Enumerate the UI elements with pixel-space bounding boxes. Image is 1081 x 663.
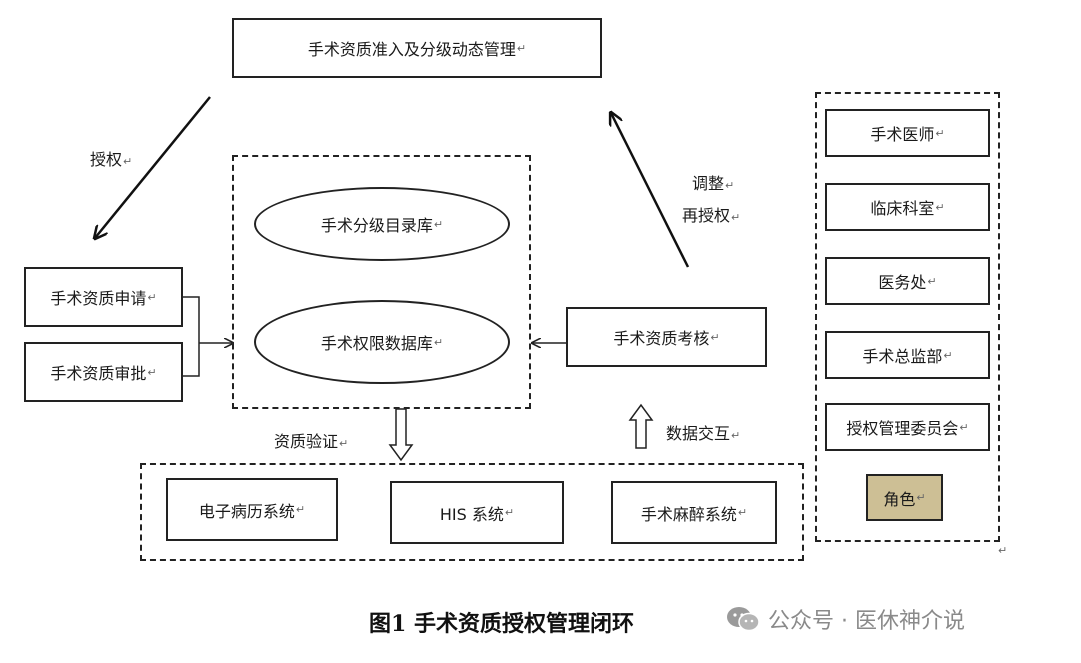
role-surgeon-box: 手术医师↵: [825, 109, 990, 157]
adjust-label: 调整↵: [692, 170, 734, 194]
paragraph-mark: ↵: [147, 290, 157, 304]
paragraph-mark: ↵: [504, 506, 515, 519]
qualification-assessment-label: 手术资质考核: [613, 329, 710, 348]
qualification-apply-box: 手术资质申请↵: [24, 267, 183, 327]
verify-label: 资质验证↵: [274, 428, 348, 452]
qualification-approve-box: 手术资质审批↵: [24, 342, 183, 402]
authorize-label: 授权↵: [90, 146, 132, 170]
qualification-approve-label: 手术资质审批: [50, 364, 147, 383]
trailing-paragraph-mark: ↵: [998, 544, 1008, 557]
role-surgical-director-label: 手术总监部: [862, 347, 943, 366]
paragraph-mark: ↵: [710, 330, 720, 344]
role-committee-box: 授权管理委员会↵: [825, 403, 990, 451]
paragraph-mark: ↵: [295, 503, 306, 516]
paragraph-mark: ↵: [731, 211, 741, 224]
catalog-db-label: 手术分级目录库: [320, 216, 433, 235]
adjust-text: 调整: [692, 174, 725, 193]
paragraph-mark: ↵: [147, 365, 157, 379]
wechat-icon: [727, 607, 760, 632]
watermark-text: 公众号 · 医休神介说: [768, 609, 965, 634]
role-committee-label: 授权管理委员会: [846, 419, 959, 438]
left-bracket: [183, 296, 200, 377]
paragraph-mark: ↵: [916, 491, 926, 504]
reauthorize-label: 再授权↵: [682, 202, 740, 226]
system-his-label: HIS 系统: [439, 504, 504, 524]
paragraph-mark: ↵: [927, 274, 937, 288]
paragraph-mark: ↵: [433, 335, 444, 349]
figure-caption: 图1 手术资质授权管理闭环: [369, 611, 634, 637]
access-management-box: 手术资质准入及分级动态管理↵: [232, 18, 602, 78]
catalog-db-ellipse: 手术分级目录库↵: [254, 187, 510, 261]
role-legend-label: 角色: [883, 489, 916, 509]
system-emr-label: 电子病历系统: [198, 501, 295, 521]
exchange-text: 数据交互: [666, 424, 731, 443]
authorize-arrow: [95, 96, 211, 238]
qualification-apply-label: 手术资质申请: [50, 289, 147, 308]
roles-container: [815, 92, 1000, 542]
paragraph-mark: ↵: [935, 126, 945, 140]
system-emr-box: 电子病历系统↵: [166, 478, 338, 541]
system-anesthesia-box: 手术麻醉系统↵: [611, 481, 777, 544]
exchange-label: 数据交互↵: [666, 420, 740, 444]
paragraph-mark: ↵: [339, 437, 349, 450]
role-surgeon-label: 手术医师: [870, 125, 935, 144]
paragraph-mark: ↵: [737, 506, 748, 519]
role-clinical-dept-label: 临床科室: [870, 199, 935, 218]
reauthorize-text: 再授权: [682, 206, 731, 225]
role-legend-box: 角色↵: [866, 474, 943, 521]
role-medical-affairs-label: 医务处: [878, 273, 927, 292]
paragraph-mark: ↵: [725, 179, 735, 192]
system-his-box: HIS 系统↵: [390, 481, 564, 544]
paragraph-mark: ↵: [935, 200, 945, 214]
verify-text: 资质验证: [274, 432, 339, 451]
verify-hollow-arrow: [388, 408, 414, 462]
paragraph-mark: ↵: [731, 429, 741, 442]
system-anesthesia-label: 手术麻醉系统: [640, 504, 737, 524]
systems-container: [140, 463, 804, 561]
permission-db-ellipse: 手术权限数据库↵: [254, 300, 510, 384]
permission-db-label: 手术权限数据库: [320, 334, 433, 353]
paragraph-mark: ↵: [943, 348, 953, 362]
role-medical-affairs-box: 医务处↵: [825, 257, 990, 305]
role-surgical-director-box: 手术总监部↵: [825, 331, 990, 379]
access-management-label: 手术资质准入及分级动态管理: [307, 40, 516, 59]
paragraph-mark: ↵: [516, 41, 527, 55]
exchange-hollow-arrow: [628, 403, 654, 449]
database-container: [232, 155, 531, 409]
paragraph-mark: ↵: [959, 420, 969, 434]
watermark: 公众号 · 医休神介说: [726, 603, 965, 635]
role-clinical-dept-box: 临床科室↵: [825, 183, 990, 231]
qualification-assessment-box: 手术资质考核↵: [566, 307, 767, 367]
reauthorize-arrow: [611, 113, 690, 268]
paragraph-mark: ↵: [433, 217, 444, 231]
paragraph-mark: ↵: [123, 155, 133, 168]
authorize-text: 授权: [90, 150, 123, 169]
